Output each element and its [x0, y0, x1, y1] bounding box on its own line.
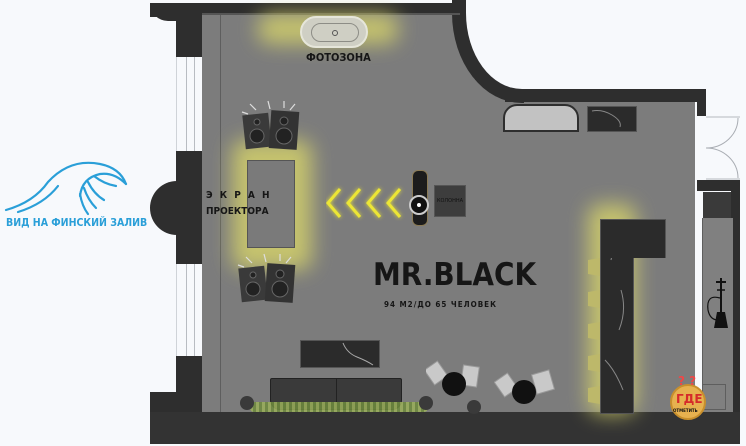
- corner-block: [703, 192, 731, 218]
- drain-icon: [332, 30, 338, 36]
- projector-lens-icon: [409, 195, 429, 215]
- armchair-table-icon: [493, 369, 556, 404]
- planter-greenery: [250, 402, 428, 412]
- bar-counter-top: [600, 219, 666, 258]
- projector-screen[interactable]: [247, 160, 295, 248]
- stage-strip: [202, 13, 221, 412]
- lounge-bench: [702, 384, 726, 410]
- logo-subtext: ОТМЕТИТЬ: [673, 408, 698, 413]
- bar-stool-icon: [588, 258, 600, 404]
- projector[interactable]: [409, 170, 429, 226]
- sea-view-label: ВИД НА ФИНСКИЙ ЗАЛИВ: [6, 217, 148, 229]
- logo-question-marks: ? ?: [678, 374, 697, 388]
- window-left-upper: [176, 57, 204, 151]
- stool-round-1: [240, 396, 254, 410]
- window-left-lower: [176, 264, 204, 356]
- wall-right-lower-top: [697, 180, 740, 191]
- screen-label-line1: Э К Р А Н: [206, 190, 272, 201]
- logo-text: ГДЕ: [676, 392, 703, 406]
- bathtub-basin: [311, 23, 359, 42]
- sea-view-badge: ВИД НА ФИНСКИЙ ЗАЛИВ: [4, 160, 148, 240]
- column-label: КОЛОННА: [436, 198, 464, 204]
- armchair-table-icon: [423, 360, 480, 396]
- speaker-pair-top: [240, 100, 302, 157]
- door-right[interactable]: [705, 116, 740, 180]
- marble-table-bottom[interactable]: [300, 340, 380, 368]
- marble-table-top[interactable]: [587, 106, 637, 132]
- speaker-pair-bottom: [236, 253, 298, 310]
- speaker-icon: [237, 253, 296, 303]
- door-swing-icon: [705, 116, 740, 180]
- wall-bottom: [150, 412, 740, 444]
- wave-icon: [4, 161, 128, 216]
- speaker-icon: [241, 100, 300, 150]
- lounge-set-1[interactable]: [423, 358, 486, 407]
- hookah: [704, 276, 730, 337]
- screen-label-line2: ПРОЕКТОРА: [206, 206, 269, 217]
- column-half-round: [150, 181, 202, 235]
- marble-vein: [591, 110, 621, 128]
- wall-left-upper: [176, 3, 202, 57]
- projection-arrows: [326, 185, 406, 226]
- venue-title: MR.BLACK: [373, 257, 537, 293]
- chevron-left-icon: [326, 188, 402, 218]
- stool-round-2: [419, 396, 433, 410]
- stool-round-3: [467, 400, 481, 414]
- wall-top-right-room: [505, 89, 706, 102]
- wall-right-upper: [697, 89, 706, 116]
- bar-stools: [586, 258, 602, 413]
- wall-right-lower: [731, 180, 740, 412]
- marble-vein: [342, 342, 374, 366]
- lounge-set-2[interactable]: [493, 368, 558, 417]
- venue-capacity: 94 М2/ДО 65 ЧЕЛОВЕК: [384, 300, 497, 309]
- hookah-icon: [707, 278, 728, 328]
- sofa-top[interactable]: [503, 104, 579, 132]
- gde-otmetit-logo[interactable]: ГДЕ ОТМЕТИТЬ: [670, 384, 706, 420]
- column: КОЛОННА: [434, 185, 466, 217]
- photozone-label: ФОТОЗОНА: [306, 51, 371, 64]
- bathtub[interactable]: [300, 16, 368, 48]
